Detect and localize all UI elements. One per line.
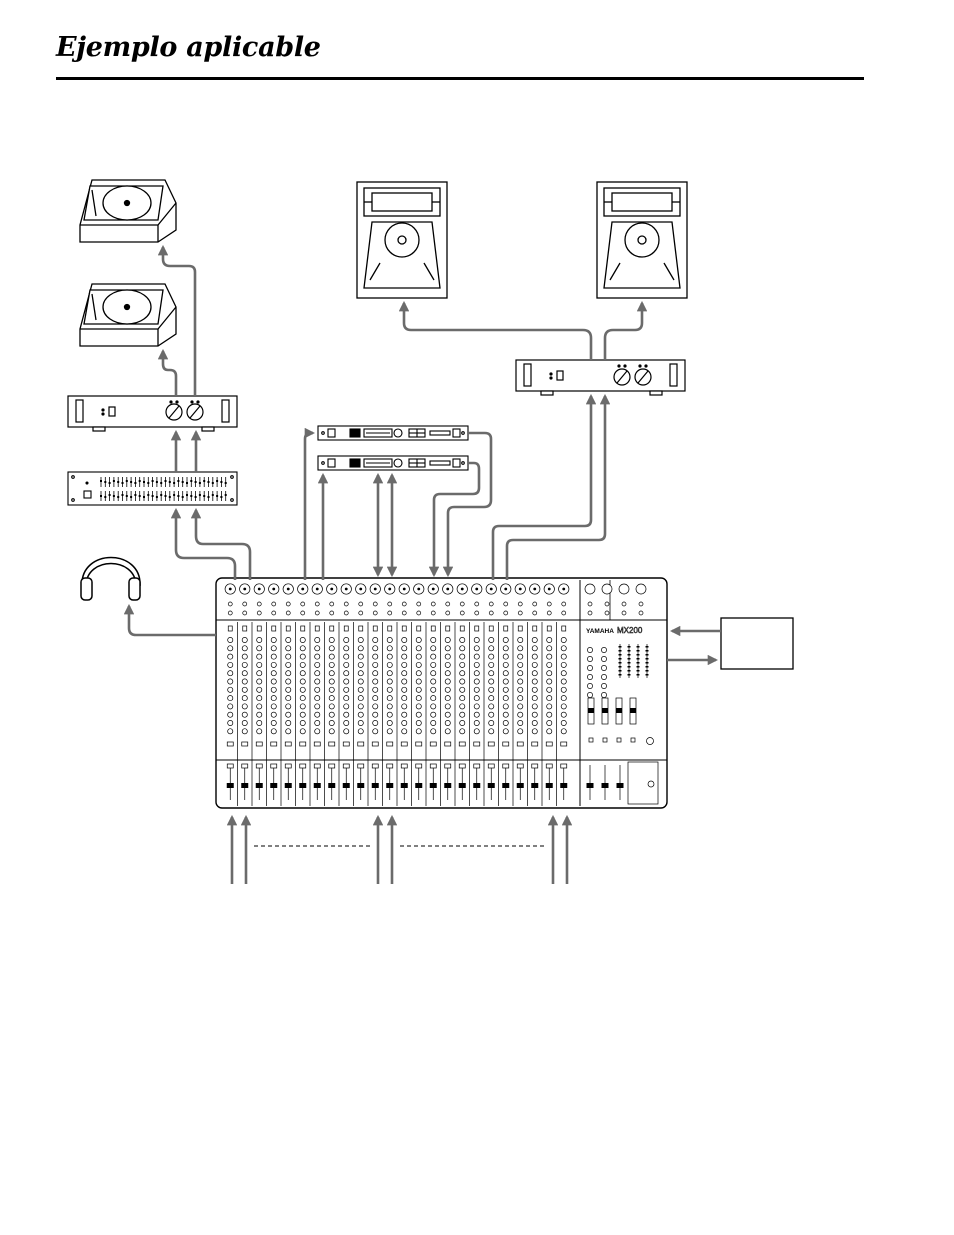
mixer-console-icon: YAMAHA MX200 xyxy=(216,578,667,808)
effects-processor-icon xyxy=(318,456,468,470)
pa-speaker-icon xyxy=(357,182,447,298)
external-device-icon xyxy=(721,618,793,669)
pa-speaker-icon xyxy=(597,182,687,298)
headphones-icon xyxy=(81,558,140,601)
stage-monitor-speaker-icon xyxy=(80,284,176,346)
power-amplifier-icon xyxy=(68,396,237,431)
stage-monitor-speaker-icon xyxy=(80,180,176,242)
graphic-equalizer-icon xyxy=(68,472,237,505)
mixer-brand-label: YAMAHA xyxy=(586,628,614,635)
mixer-model-label: MX200 xyxy=(617,626,643,635)
power-amplifier-icon xyxy=(516,360,685,395)
effects-processor-icon xyxy=(318,426,468,440)
